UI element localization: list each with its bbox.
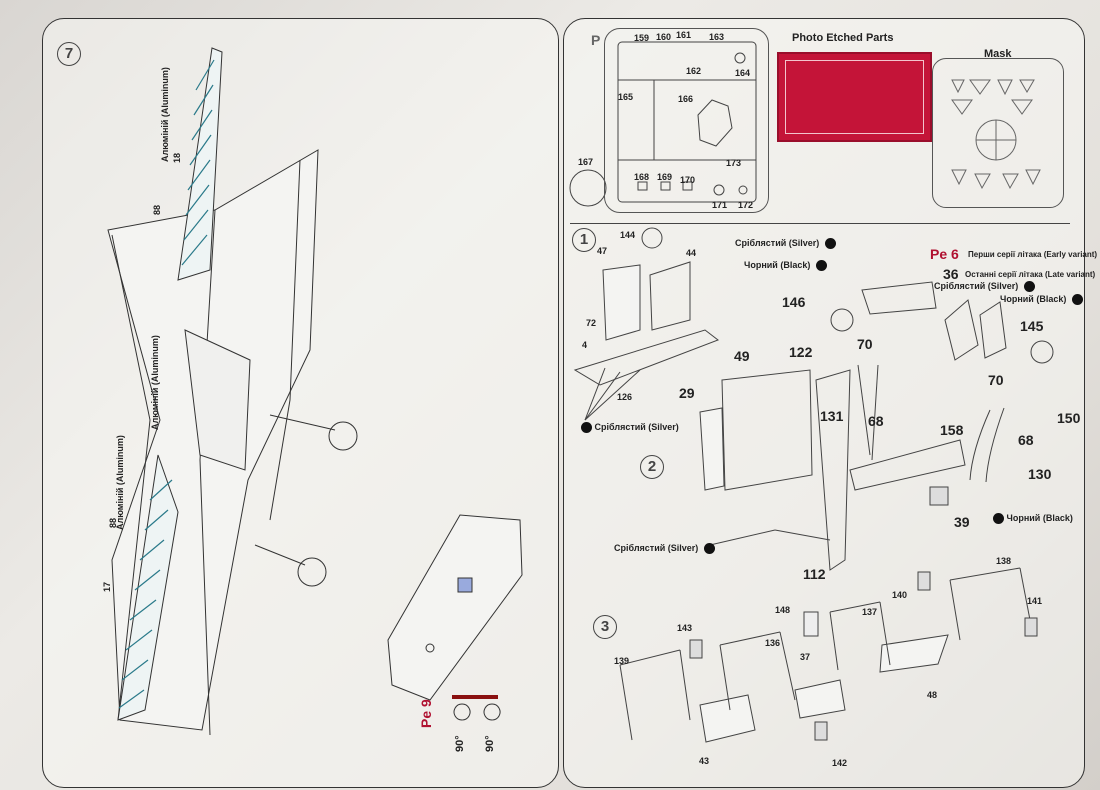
part-43: 43	[699, 756, 710, 766]
part-142: 142	[832, 758, 848, 768]
mask-title: Mask	[984, 48, 1012, 60]
part-169: 169	[657, 172, 673, 182]
part-112: 112	[803, 566, 826, 582]
silver-label-step1: Сріблястий (Silver)	[578, 422, 679, 434]
part-164: 164	[735, 68, 751, 78]
step-3-marker: 3	[593, 615, 617, 639]
part-130: 130	[1028, 466, 1052, 482]
aluminum-label-top: Алюміній (Aluminum)	[160, 67, 170, 162]
aluminum-label-mid: Алюміній (Aluminum)	[150, 335, 160, 430]
mask-sheet	[932, 58, 1064, 208]
sprue-letter: P	[591, 32, 601, 48]
part-162: 162	[686, 66, 702, 76]
pe6-note: Перши серії літака (Early variant)	[968, 250, 1098, 259]
part-36: 36	[943, 266, 959, 282]
part-167: 167	[578, 157, 594, 167]
part-163: 163	[709, 32, 725, 42]
part-37: 37	[800, 652, 811, 662]
part-145: 145	[1020, 318, 1044, 334]
part-159: 159	[634, 33, 650, 43]
part-166: 166	[678, 94, 694, 104]
part-139: 139	[614, 656, 630, 666]
part-44: 44	[686, 248, 697, 258]
angle-90-right: 90°	[484, 735, 496, 752]
black-label-top: Чорний (Black)	[744, 260, 827, 272]
part-47: 47	[597, 246, 608, 256]
silver-label-bottom: Сріблястий (Silver)	[614, 543, 715, 555]
part-150: 150	[1057, 410, 1081, 426]
step-7-marker: 7	[57, 42, 81, 66]
part-70-right: 70	[988, 372, 1004, 388]
part-4: 4	[582, 340, 588, 350]
part-88-top-label: 88	[152, 204, 162, 215]
part-70-left: 70	[857, 336, 873, 352]
part-144: 144	[620, 230, 636, 240]
part-48: 48	[927, 690, 938, 700]
part-29: 29	[679, 385, 695, 401]
part-168: 168	[634, 172, 650, 182]
part-137: 137	[862, 607, 878, 617]
sprue-p-frame	[604, 28, 769, 213]
photo-etched-title: Photo Etched Parts	[792, 32, 894, 44]
part-173: 173	[726, 158, 742, 168]
part-171: 171	[712, 200, 728, 210]
photo-etched-fret	[777, 52, 932, 142]
angle-90-left: 90°	[454, 735, 466, 752]
pe9-label: Pe 9	[418, 699, 434, 728]
silver-label-right: Сріблястий (Silver)	[934, 281, 1035, 293]
part-148: 148	[775, 605, 791, 615]
step-1-marker: 1	[572, 228, 596, 252]
step-2-marker: 2	[640, 455, 664, 479]
part-136: 136	[765, 638, 781, 648]
part-49: 49	[734, 348, 750, 364]
part36-note: Останні серії літака (Late variant)	[965, 270, 1096, 279]
left-instruction-page	[42, 18, 559, 788]
part-140: 140	[892, 590, 908, 600]
part-126: 126	[617, 392, 633, 402]
part-160: 160	[656, 32, 672, 42]
part-88-low-label: 88	[108, 517, 118, 528]
part-170: 170	[680, 175, 696, 185]
part-131: 131	[820, 408, 844, 424]
part-17-label: 17	[102, 581, 112, 592]
part-158: 158	[940, 422, 964, 438]
part-165: 165	[618, 92, 634, 102]
part-39: 39	[954, 514, 970, 530]
black-label-right: Чорний (Black)	[1000, 294, 1083, 306]
part-68-right: 68	[1018, 432, 1034, 448]
silver-label-top: Сріблястий (Silver)	[735, 238, 836, 250]
part-172: 172	[738, 200, 754, 210]
part-143: 143	[677, 623, 693, 633]
pe6-label: Pe 6	[930, 246, 959, 262]
part-161: 161	[676, 30, 692, 40]
part-146: 146	[782, 294, 806, 310]
part-141: 141	[1027, 596, 1043, 606]
part-18-label: 18	[172, 152, 182, 163]
aluminum-label-low: Алюміній (Aluminum)	[115, 435, 125, 530]
part-72: 72	[586, 318, 597, 328]
part-138: 138	[996, 556, 1012, 566]
section-divider	[570, 223, 1070, 224]
black-label-bottom: Чорний (Black)	[990, 513, 1073, 525]
part-122: 122	[789, 344, 813, 360]
part-68-left: 68	[868, 413, 884, 429]
